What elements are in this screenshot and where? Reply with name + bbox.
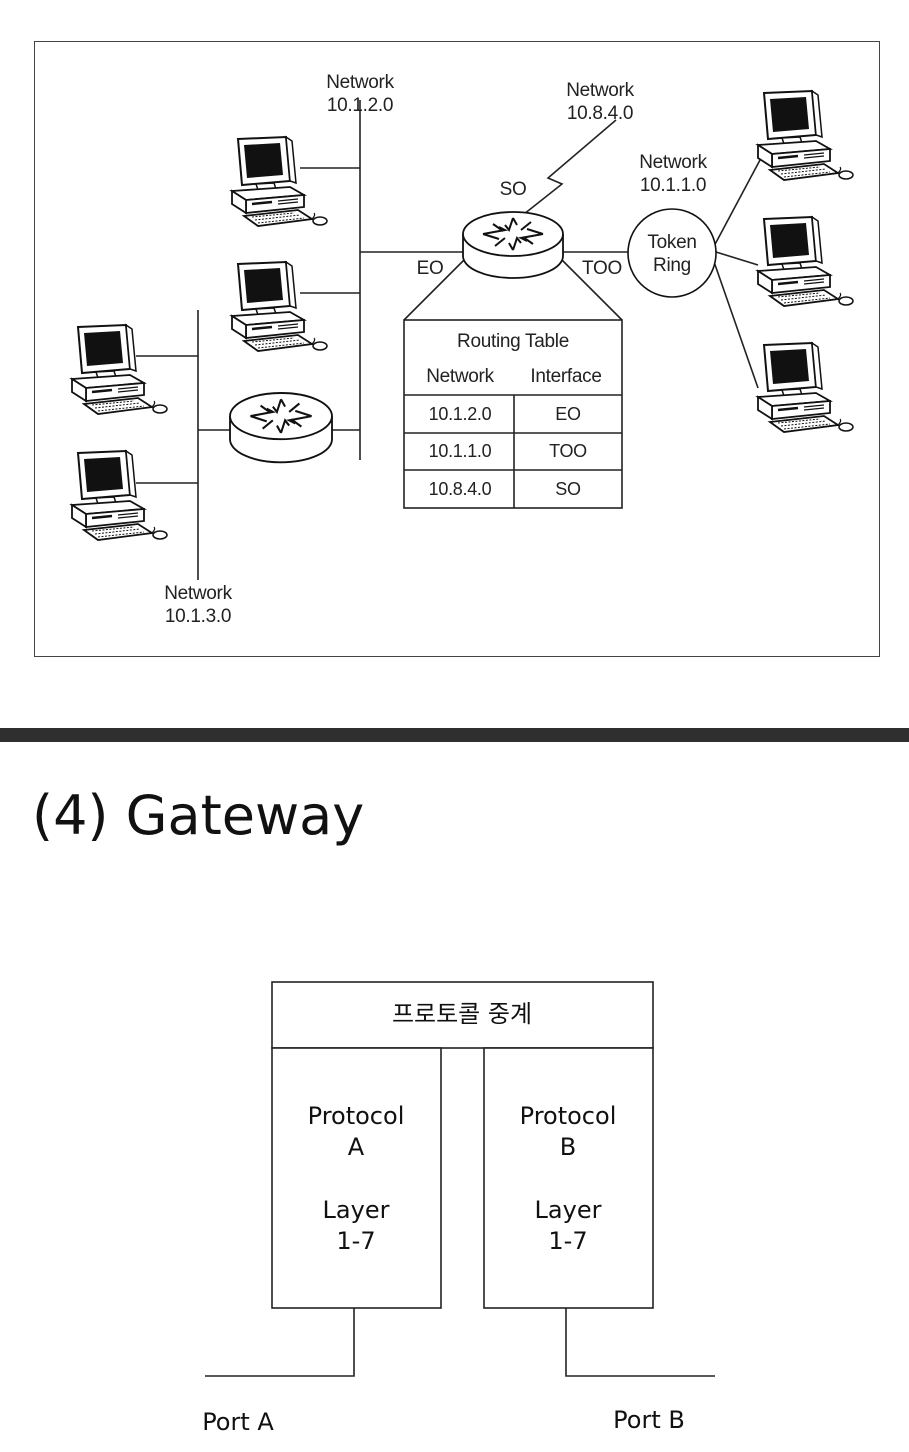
network-bottom-label: Network 10.1.3.0 [164,583,232,627]
routing-table-cell: 10.8.4.0 [428,479,492,499]
gateway-diagram [205,981,715,1377]
protocol-b-block [483,1047,654,1309]
computer-icon [70,323,169,416]
routing-table-cell: EO [555,404,581,424]
port-wiring [205,1308,715,1377]
routing-table-cell: 10.1.2.0 [428,404,492,424]
token-ring-label: Token Ring [647,232,697,276]
protocol-a-label: Protocol A [307,1102,405,1161]
network-topology-diagram [70,89,855,580]
protocol-a-block [271,1047,442,1309]
computer-icon [230,260,329,353]
routing-table-header-network: Network [426,366,494,387]
layer-b-label: Layer 1-7 [534,1196,602,1255]
computer-icon [756,215,855,308]
network-top-label: Network 10.1.2.0 [326,72,394,116]
routing-table-cell: 10.1.1.0 [428,441,492,461]
token-ring-icon [627,208,717,298]
token-ring-port-label: TOO [582,258,622,279]
protocol-relay-box [271,981,654,1049]
router-icon [462,211,564,279]
routing-table-cell: SO [555,479,581,499]
port-a-label: Port A [202,1408,274,1436]
computer-icon [756,341,855,434]
serial-port-label: SO [499,179,527,200]
network-routing-figure [34,41,880,657]
protocol-b-label: Protocol B [519,1102,617,1161]
layer-a-label: Layer 1-7 [322,1196,390,1255]
protocol-relay-label: 프로토콜 중계 [391,1000,533,1028]
section-divider [0,728,909,742]
routing-table-grid [403,319,623,509]
routing-table-header-interface: Interface [530,366,602,387]
ethernet-port-label: EO [416,258,444,279]
router-icon [228,391,334,464]
computer-icon [70,449,169,542]
network-wan-label: Network 10.8.4.0 [566,80,634,124]
port-b-label: Port B [613,1406,685,1434]
section-heading: (4) Gateway [32,784,365,847]
routing-table-cell: TOO [549,441,587,461]
network-cabling [136,100,761,580]
computer-icon [230,135,329,228]
computer-icon [756,89,855,182]
network-ring-label: Network 10.1.1.0 [639,152,707,196]
routing-table-title: Routing Table [457,331,569,352]
